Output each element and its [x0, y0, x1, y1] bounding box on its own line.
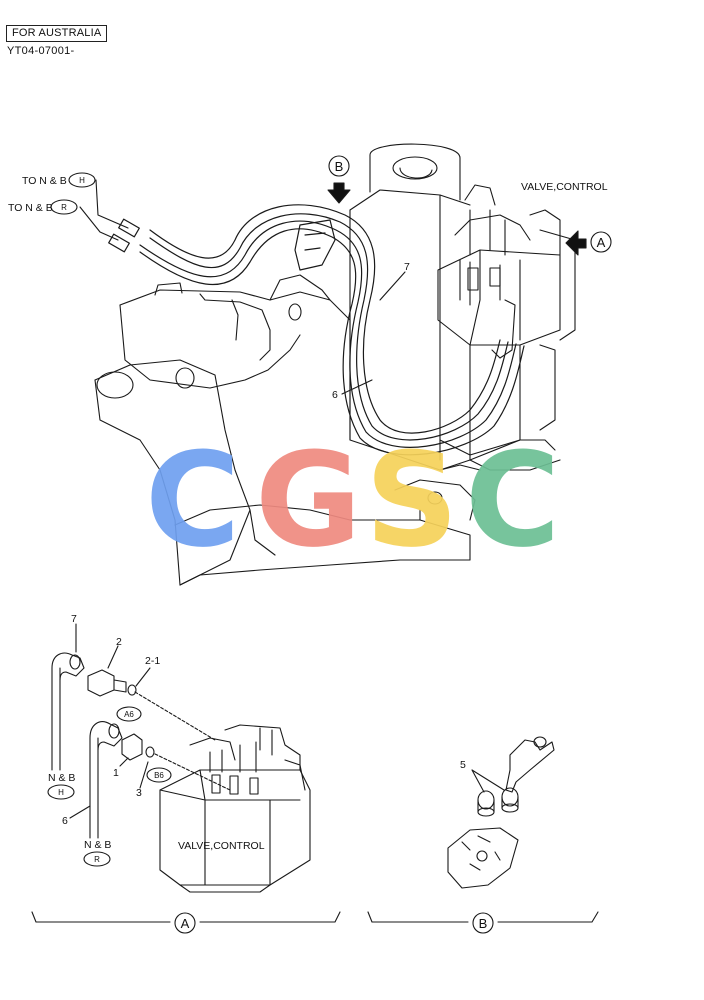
part-7-main: 7	[404, 261, 410, 273]
tag-h-detail	[47, 784, 75, 800]
view-b-circle	[328, 155, 350, 177]
label-valve-control-detail: VALVE,CONTROL	[178, 840, 265, 852]
arrow-b-main-icon	[327, 182, 351, 204]
watermark: C G S C	[145, 424, 560, 576]
tag-r-detail-text: R	[94, 855, 100, 864]
part-7: 7	[71, 613, 77, 625]
detail-a-bracket	[31, 911, 341, 923]
part-1: 1	[113, 767, 119, 779]
tag-r-main	[50, 199, 78, 215]
part-3: 3	[136, 787, 142, 799]
hose-lines-main	[108, 204, 525, 456]
watermark-letter-3: S	[365, 424, 459, 576]
arrow-a-main-icon	[565, 230, 587, 256]
bracket-a-text: A	[181, 916, 190, 931]
detail-b-bracket	[367, 911, 599, 923]
watermark-letter-2: G	[255, 424, 362, 576]
detail-b-parts	[447, 736, 555, 889]
label-nb-r: N & B	[84, 839, 111, 851]
detail-a-valve	[159, 724, 311, 893]
bracket-b-text: B	[479, 916, 488, 931]
tag-r-main-text: R	[61, 203, 67, 212]
serial-range: YT04-07001-	[7, 45, 75, 57]
tag-h-main	[68, 172, 96, 188]
tag-h-main-text: H	[79, 176, 85, 185]
view-b-text: B	[335, 159, 344, 174]
bracket-b-circle	[472, 912, 494, 934]
tag-line-r	[79, 206, 119, 241]
detail-a-parts	[51, 623, 231, 839]
part-6: 6	[62, 815, 68, 827]
tag-a6	[116, 706, 142, 722]
region-label: FOR AUSTRALIA	[6, 25, 108, 42]
machine-frame	[94, 143, 576, 586]
bracket-a-circle	[174, 912, 196, 934]
tag-line-h	[95, 179, 129, 229]
leader-6-main	[341, 379, 373, 395]
tag-h-detail-text: H	[58, 788, 64, 797]
tag-b6-text: B6	[154, 771, 164, 780]
watermark-letter-4: C	[465, 424, 560, 576]
part-2: 2	[116, 636, 122, 648]
part-6-main: 6	[332, 389, 338, 401]
watermark-letter-1: C	[145, 424, 240, 576]
tag-b6	[146, 767, 172, 783]
part-5: 5	[460, 759, 466, 771]
label-to-nb-h: TO N & B	[22, 175, 67, 187]
label-nb-h: N & B	[48, 772, 75, 784]
view-a-circle	[590, 231, 612, 253]
part-2-1: 2-1	[145, 655, 160, 667]
leader-7-main	[379, 271, 406, 301]
label-to-nb-r: TO N & B	[8, 202, 53, 214]
label-valve-control-top: VALVE,CONTROL	[521, 181, 608, 193]
tag-a6-text: A6	[124, 710, 134, 719]
tag-r-detail	[83, 851, 111, 867]
view-a-text: A	[597, 235, 606, 250]
